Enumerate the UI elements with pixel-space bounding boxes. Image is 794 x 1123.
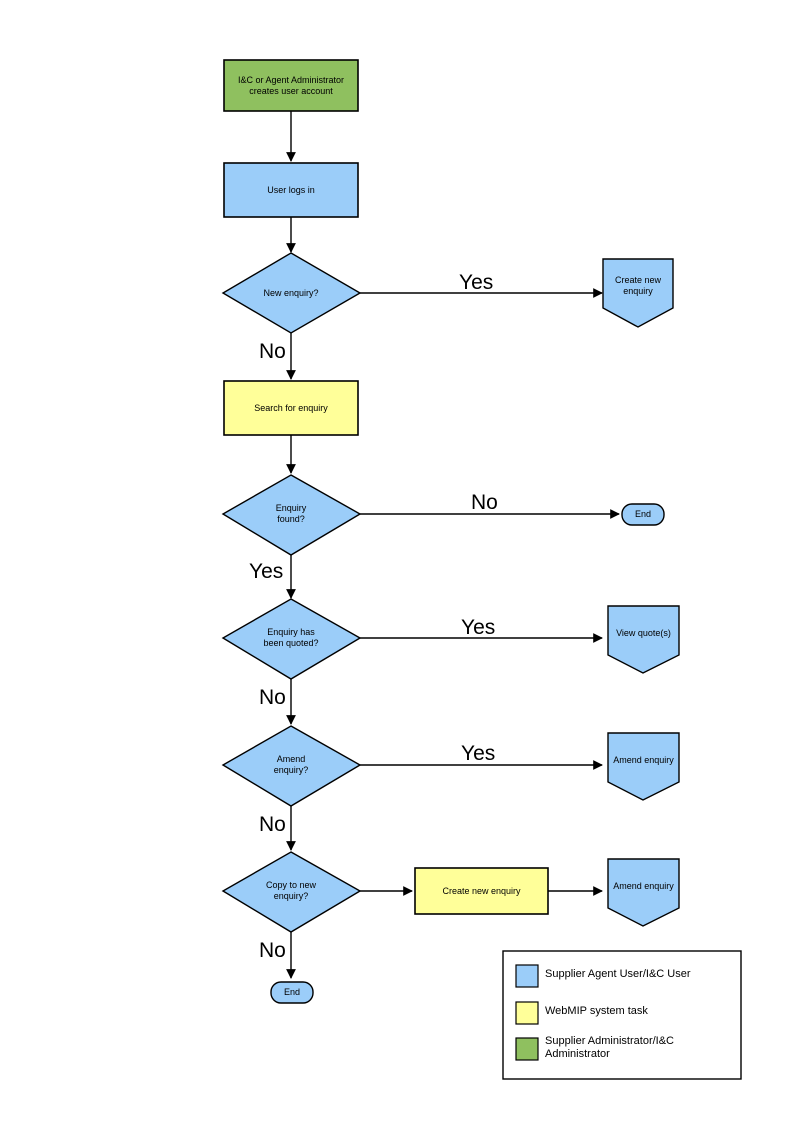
node-enquiry-quoted-decision[interactable] <box>221 598 362 680</box>
legend-swatch-2 <box>515 1037 539 1061</box>
node-amend-enquiry-upper[interactable] <box>607 732 680 801</box>
node-amend-enquiry-decision[interactable] <box>221 725 362 807</box>
legend-item-label-2: Supplier Administrator/I&C Administrator <box>545 1035 674 1060</box>
node-view-quotes[interactable] <box>607 605 680 674</box>
legend-swatch-0 <box>515 964 539 988</box>
edge-label-enquiry-found-no: No <box>471 491 498 514</box>
node-new-enquiry-decision[interactable] <box>221 252 362 334</box>
node-admin-create-account[interactable] <box>223 59 359 112</box>
node-copy-to-new-enquiry-decision[interactable] <box>221 851 362 933</box>
node-create-new-enquiry-bottom[interactable] <box>414 867 549 915</box>
edge-label-enquiry-found-yes: Yes <box>249 560 284 583</box>
legend-item-label-0: Supplier Agent User/I&C User <box>545 968 691 980</box>
edge-label-new-enquiry-yes: Yes <box>459 271 494 294</box>
node-enquiry-found-decision[interactable] <box>221 474 362 556</box>
edge-label-enquiry-quoted-yes: Yes <box>461 616 496 639</box>
node-create-new-enquiry-top[interactable] <box>602 258 674 328</box>
connector-group <box>286 111 620 979</box>
node-user-logs-in[interactable] <box>223 162 359 218</box>
edge-label-enquiry-quoted-no: No <box>259 686 286 709</box>
node-label-end-right: End <box>634 509 651 519</box>
legend-item-label-1: WebMIP system task <box>545 1005 648 1017</box>
edge-label-copy-to-new-no: No <box>259 939 286 962</box>
edge-label-new-enquiry-no: No <box>259 340 286 363</box>
legend-swatch-1 <box>515 1001 539 1025</box>
node-amend-enquiry-lower[interactable] <box>607 858 680 927</box>
node-search-for-enquiry[interactable] <box>223 380 359 436</box>
edge-label-amend-enquiry-no: No <box>259 813 286 836</box>
legend-box <box>502 950 742 1080</box>
node-label-end-bottom: End <box>283 987 300 997</box>
node-end-bottom[interactable] <box>270 981 314 1004</box>
node-end-right[interactable] <box>621 503 665 526</box>
edge-label-amend-enquiry-yes: Yes <box>461 742 496 765</box>
